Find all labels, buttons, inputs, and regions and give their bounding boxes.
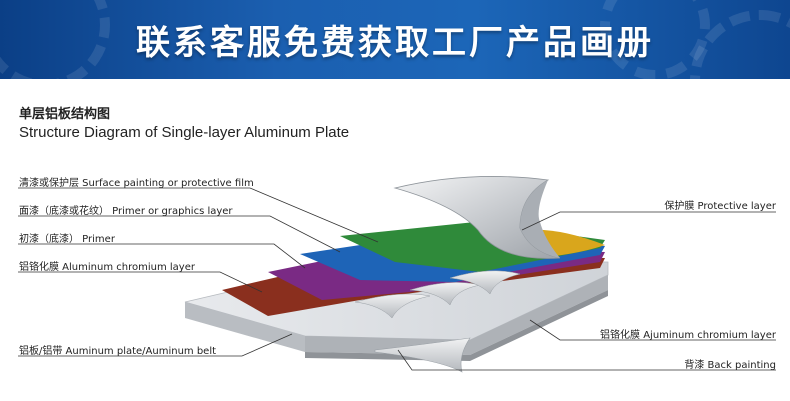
label-primer-graphics: 面漆（底漆或花纹） Primer or graphics layer xyxy=(19,206,233,217)
label-back: 背漆 Back painting xyxy=(684,360,776,371)
banner: 联系客服免费获取工厂产品画册 xyxy=(0,0,790,79)
label-surface: 清漆或保护层 Surface painting or protective fi… xyxy=(19,178,254,189)
leader-lines xyxy=(18,187,776,371)
curl-3 xyxy=(449,270,521,295)
gear-decoration-icon xyxy=(0,0,110,79)
aluminum-plate-edge xyxy=(185,302,305,352)
protective-curl-inner xyxy=(520,180,560,258)
banner-title: 联系客服免费获取工厂产品画册 xyxy=(136,23,654,63)
label-plate: 铝板/铝带 Auminum plate/Auminum belt xyxy=(19,346,217,357)
back-painting-layer xyxy=(305,290,608,361)
curl-2 xyxy=(409,282,481,306)
diagram-title-cn: 单层铝板结构图 xyxy=(19,107,111,122)
bottom-curl xyxy=(374,337,471,373)
label-protective: 保护膜 Protective layer xyxy=(664,201,776,212)
curl-1 xyxy=(354,293,431,319)
diagram-title-en: Structure Diagram of Single-layer Alumin… xyxy=(19,124,350,141)
label-primer: 初漆（底漆） Primer xyxy=(19,234,115,245)
aluminum-plate-side xyxy=(305,275,608,355)
label-chromium-top: 铝铬化膜 Aluminum chromium layer xyxy=(19,262,195,273)
label-chromium-bottom: 铝铬化膜 Ajuminum chromium layer xyxy=(600,330,776,341)
